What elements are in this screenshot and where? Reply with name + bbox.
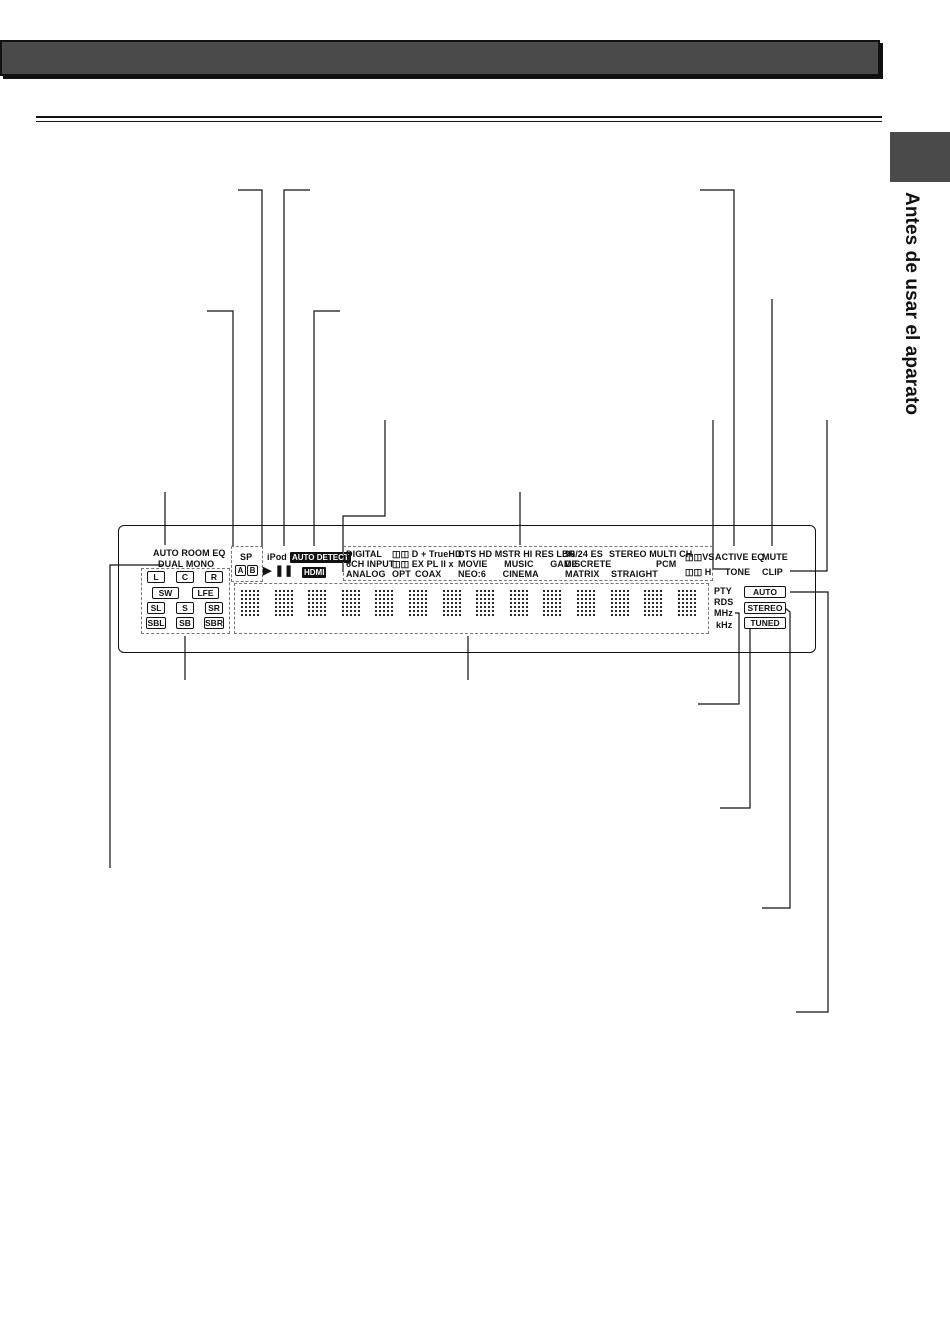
ipod-indicator: iPod bbox=[267, 552, 287, 562]
dot-matrix-cell bbox=[475, 589, 496, 618]
dot-matrix-cell bbox=[676, 589, 697, 618]
leader-dual-mono bbox=[109, 564, 163, 868]
leader-tone bbox=[712, 420, 730, 570]
dolby-truehd-indicator: ◫◫ D + TrueHD bbox=[392, 549, 462, 559]
speaker-sbl: SBL bbox=[146, 617, 166, 629]
side-section-title: Antes de usar el aparato bbox=[901, 192, 922, 416]
format-indicator-group bbox=[343, 546, 713, 581]
auto-room-eq-indicator: AUTO ROOM EQ bbox=[153, 548, 226, 558]
dolby-ex-pl-indicator: ◫◫ EX PL II x bbox=[392, 559, 454, 569]
pty-indicator: PTY bbox=[714, 586, 732, 596]
neo6-indicator: NEO:6 CINEMA bbox=[458, 569, 539, 579]
stereo-multich-indicator: STEREO MULTI CH bbox=[609, 549, 693, 559]
discrete-indicator: DISCRETE bbox=[565, 559, 612, 569]
sp-a-indicator: A bbox=[235, 565, 246, 576]
mute-indicator: MUTE bbox=[762, 552, 788, 562]
speaker-sbr: SBR bbox=[204, 617, 224, 629]
dts-indicator: DTS HD MSTR HI RES LBR bbox=[458, 549, 576, 559]
6ch-input-indicator: 6CH INPUT bbox=[346, 559, 395, 569]
leader-auto-detect bbox=[313, 310, 340, 546]
leader-hdmi bbox=[342, 420, 386, 572]
digital-indicator: DIGITAL bbox=[346, 549, 383, 559]
sp-group bbox=[231, 546, 263, 582]
dot-matrix-cell bbox=[240, 589, 260, 618]
khz-indicator: kHz bbox=[716, 620, 733, 630]
mhz-indicator: MHz bbox=[714, 608, 733, 618]
dot-matrix-cell bbox=[307, 589, 328, 618]
matrix-indicator: MATRIX bbox=[565, 569, 600, 579]
dot-matrix-cell bbox=[508, 589, 529, 618]
divider-top bbox=[36, 116, 882, 118]
hdmi-indicator: HDMI bbox=[302, 567, 327, 578]
opt-indicator: OPT bbox=[392, 569, 411, 579]
play-pause-indicator: ▶ ❚❚ bbox=[263, 565, 294, 577]
leader-rds bbox=[698, 612, 740, 705]
dot-matrix-cell bbox=[340, 589, 361, 618]
section-tab bbox=[890, 132, 950, 182]
speaker-sl: SL bbox=[147, 602, 165, 614]
straight-indicator: STRAIGHT bbox=[611, 569, 658, 579]
dot-matrix-cell bbox=[643, 589, 664, 618]
message-display-group bbox=[234, 583, 709, 634]
leader-play bbox=[238, 189, 263, 546]
rds-indicator: RDS bbox=[714, 597, 734, 607]
dot-matrix-cell bbox=[408, 589, 428, 618]
leader-ipod bbox=[283, 189, 310, 546]
dual-mono-indicator: DUAL MONO bbox=[158, 559, 215, 569]
sp-b-indicator: B bbox=[247, 565, 258, 576]
leader-sp bbox=[207, 310, 234, 546]
speaker-indicator-group bbox=[141, 568, 230, 634]
coax-indicator: COAX bbox=[415, 569, 442, 579]
speaker-sr: SR bbox=[205, 602, 223, 614]
front-display-panel bbox=[118, 525, 816, 653]
leader-auto bbox=[790, 591, 829, 1013]
leader-active-eq bbox=[700, 189, 735, 546]
tuned-indicator: TUNED bbox=[744, 617, 786, 629]
auto-detect-indicator: AUTO DETECT bbox=[290, 552, 351, 563]
dts-mode-indicator: MOVIE MUSIC GAME bbox=[458, 559, 578, 569]
divider-bottom bbox=[36, 121, 882, 122]
vs-indicator: ◫◫VS bbox=[685, 552, 715, 562]
dot-matrix-cell bbox=[609, 589, 630, 618]
speaker-l: L bbox=[147, 571, 165, 583]
speaker-r: R bbox=[205, 571, 223, 583]
auto-indicator: AUTO bbox=[744, 586, 786, 598]
clip-indicator: CLIP bbox=[762, 567, 783, 577]
speaker-s: S bbox=[176, 602, 194, 614]
dot-matrix-cell bbox=[374, 589, 395, 618]
stereo-indicator: STEREO bbox=[744, 602, 786, 614]
leader-stereo bbox=[762, 607, 791, 909]
tone-indicator: TONE bbox=[725, 567, 751, 577]
leader-clip bbox=[790, 420, 828, 572]
leader-mhz bbox=[720, 626, 751, 809]
header-bar bbox=[0, 40, 880, 76]
active-eq-indicator: ACTIVE EQ bbox=[715, 552, 765, 562]
pcm-indicator: PCM bbox=[656, 559, 677, 569]
dot-matrix-cell bbox=[542, 589, 563, 618]
speaker-c: C bbox=[176, 571, 194, 583]
dot-matrix-cell bbox=[441, 589, 462, 618]
speaker-lfe: LFE bbox=[192, 587, 219, 599]
analog-indicator: ANALOG bbox=[346, 569, 386, 579]
96-24-es-indicator: 96/24 ES bbox=[565, 549, 603, 559]
speaker-sw: SW bbox=[152, 587, 179, 599]
dot-matrix-cell bbox=[273, 589, 294, 618]
h-indicator: ◫◫ H bbox=[685, 567, 712, 577]
sp-indicator: SP bbox=[240, 552, 253, 562]
speaker-sb: SB bbox=[176, 617, 194, 629]
dot-matrix-cell bbox=[576, 589, 596, 618]
